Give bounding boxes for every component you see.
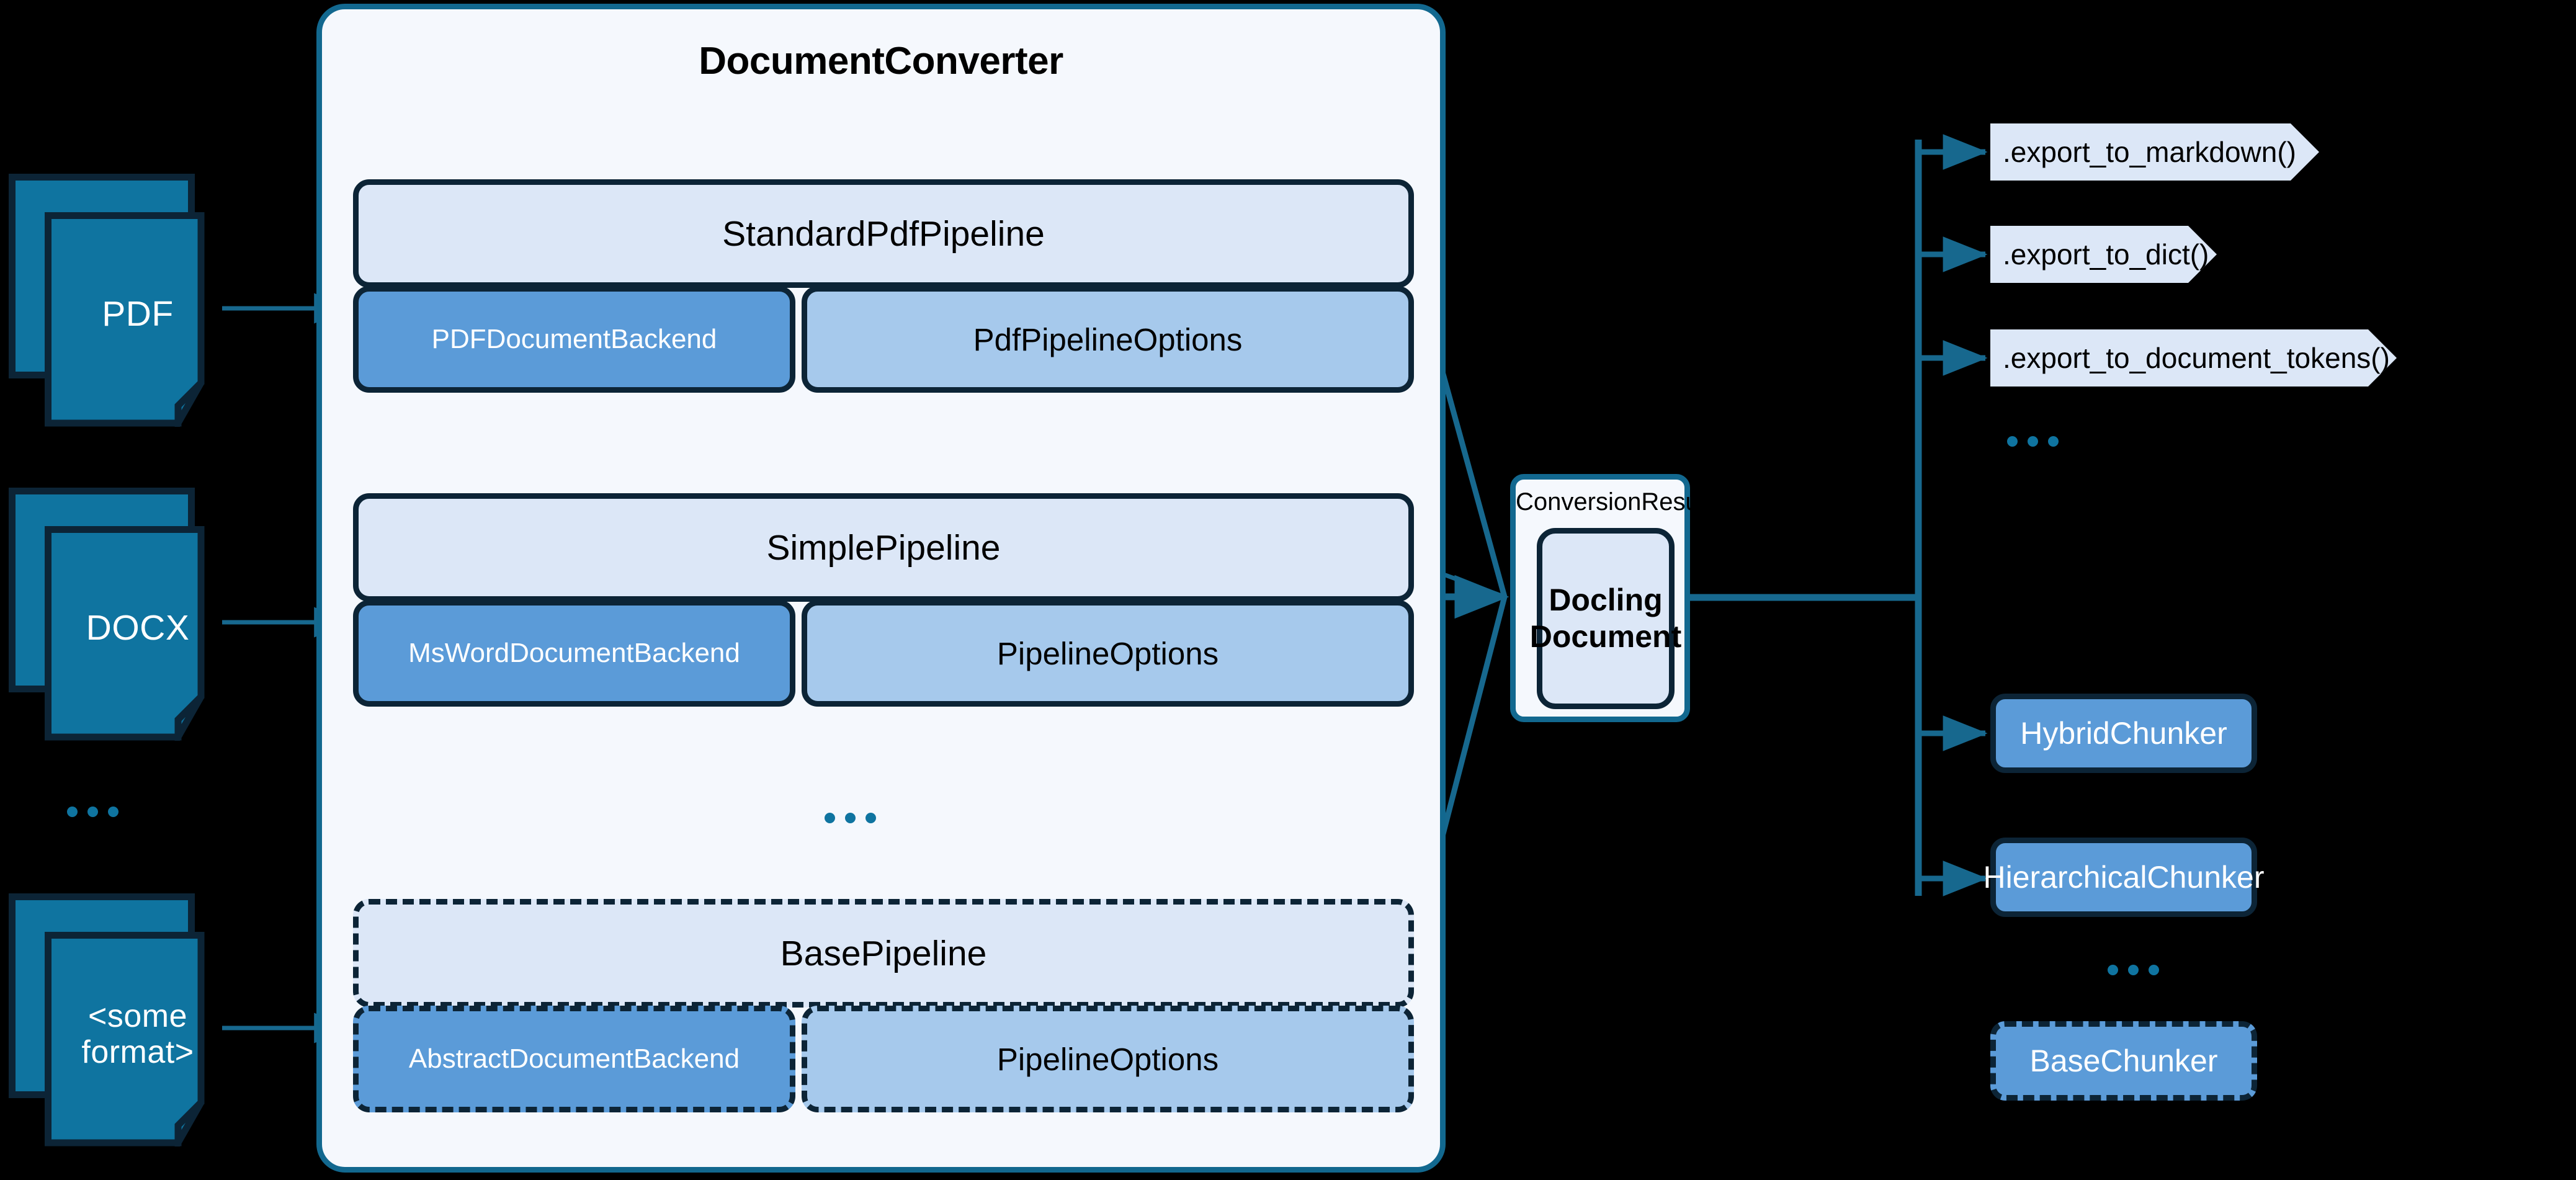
export-ellipsis: [2007, 436, 2059, 447]
pipeline-name-base: BasePipeline: [353, 899, 1414, 1008]
options-pipeline-options-base[interactable]: PipelineOptions: [802, 1006, 1414, 1112]
chunker-hierarchical-label: HierarchicalChunker: [1983, 860, 2265, 895]
docling-document-box[interactable]: Docling Document: [1530, 528, 1681, 709]
backend-pdf-document-backend[interactable]: PDFDocumentBackend: [353, 286, 795, 393]
chunker-base[interactable]: BaseChunker: [1990, 1021, 2257, 1101]
conversion-result-box[interactable]: ConversionResult Docling Document: [1510, 474, 1712, 722]
docling-document-line2: Document: [1529, 619, 1682, 654]
page-title: DocumentConverter: [699, 40, 1063, 83]
pipeline-name-simple: SimplePipeline: [353, 493, 1414, 602]
export-to-dict-label: .export_to_dict(): [2003, 238, 2209, 270]
chunker-base-label: BaseChunker: [2029, 1044, 2218, 1078]
conversion-result-label: ConversionResult: [1516, 488, 1712, 516]
export-to-document-tokens-chip[interactable]: .export_to_document_tokens(): [1990, 329, 2397, 387]
pipeline-row: PDFDocumentBackend PdfPipelineOptions: [353, 286, 1414, 393]
chunker-ellipsis: [2108, 965, 2159, 975]
options-pdf-pipeline-options[interactable]: PdfPipelineOptions: [802, 286, 1414, 393]
pipeline-group-base[interactable]: BasePipeline AbstractDocumentBackend Pip…: [353, 899, 1414, 1112]
pipeline-row: AbstractDocumentBackend PipelineOptions: [353, 1006, 1414, 1112]
backend-abstract-document-backend[interactable]: AbstractDocumentBackend: [353, 1006, 795, 1112]
pipeline-group-simple[interactable]: SimplePipeline MsWordDocumentBackend Pip…: [353, 493, 1414, 707]
export-to-document-tokens-label: .export_to_document_tokens(): [2003, 342, 2390, 374]
pipeline-name-standard-pdf: StandardPdfPipeline: [353, 179, 1414, 288]
options-pipeline-options[interactable]: PipelineOptions: [802, 600, 1414, 707]
document-stack-icon: [45, 212, 205, 427]
pipeline-group-standard-pdf[interactable]: StandardPdfPipeline PDFDocumentBackend P…: [353, 179, 1414, 393]
document-converter-panel: DocumentConverter StandardPdfPipeline PD…: [316, 4, 1446, 1173]
chunker-hierarchical[interactable]: HierarchicalChunker: [1983, 838, 2264, 917]
chunker-hybrid-label: HybridChunker: [2020, 716, 2227, 751]
document-stack-icon: [45, 932, 205, 1146]
pipeline-ellipsis: [825, 813, 876, 823]
export-to-dict-chip[interactable]: .export_to_dict(): [1990, 226, 2217, 283]
docling-document-line1: Docling: [1549, 583, 1663, 617]
document-stack-icon: [45, 526, 205, 741]
chunker-hybrid[interactable]: HybridChunker: [1990, 694, 2257, 773]
input-ellipsis: [67, 807, 119, 817]
backend-msword-document-backend[interactable]: MsWordDocumentBackend: [353, 600, 795, 707]
export-to-markdown-label: .export_to_markdown(): [2003, 136, 2296, 168]
export-to-markdown-chip[interactable]: .export_to_markdown(): [1990, 123, 2319, 181]
pipeline-row: MsWordDocumentBackend PipelineOptions: [353, 600, 1414, 707]
